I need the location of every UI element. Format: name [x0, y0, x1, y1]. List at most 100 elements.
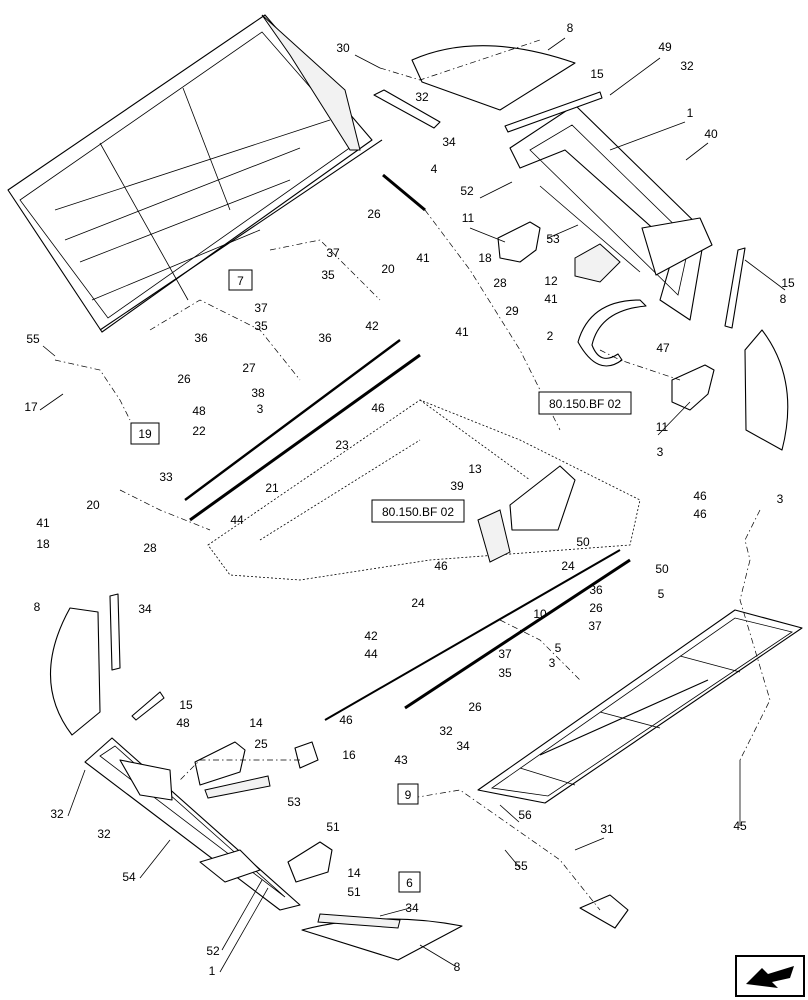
callout-number: 50 [655, 562, 669, 576]
boxed-label-7-text: 7 [237, 274, 244, 288]
callout-number: 27 [242, 361, 256, 375]
callout-number: 32 [680, 59, 694, 73]
callout-number: 44 [230, 513, 244, 527]
navigation-arrow-icon[interactable] [735, 955, 805, 997]
right-side-frame [509, 104, 713, 321]
callout-number: 14 [249, 716, 263, 730]
bracket-31 [579, 894, 629, 929]
callout-number: 41 [36, 516, 50, 530]
callout-number: 52 [206, 944, 220, 958]
callout-number: 35 [321, 268, 335, 282]
step-12 [574, 243, 621, 283]
callout-number: 30 [336, 41, 350, 55]
callout-number: 41 [544, 292, 558, 306]
callout-number: 12 [544, 274, 558, 288]
callout-number: 45 [733, 819, 747, 833]
bracket-11-right [671, 364, 715, 411]
callout-number: 8 [454, 960, 461, 974]
callout-number: 32 [439, 724, 453, 738]
callout-number: 20 [381, 262, 395, 276]
strip-34-top [373, 89, 441, 129]
callout-number: 52 [460, 184, 474, 198]
callout-number: 48 [176, 716, 190, 730]
strip-15-right [724, 247, 746, 329]
step-13 [509, 465, 576, 531]
plate-25 [204, 775, 271, 799]
callout-number: 3 [777, 492, 784, 506]
callout-number: 10 [533, 607, 547, 621]
reference-box-80-150-bf-02-lower[interactable]: 80.150.BF 02 [371, 499, 465, 523]
plate-16 [294, 741, 319, 769]
boxed-label-6-text: 6 [406, 876, 413, 890]
callout-number: 55 [26, 332, 40, 346]
callout-number: 2 [547, 329, 554, 343]
callout-number: 29 [505, 304, 519, 318]
callout-number: 53 [546, 232, 560, 246]
callout-number: 46 [693, 507, 707, 521]
callout-number: 41 [416, 251, 430, 265]
reference-box-80-150-bf-02-upper[interactable]: 80.150.BF 02 [538, 391, 632, 415]
strip-15-left [131, 691, 165, 721]
callout-number: 26 [177, 372, 191, 386]
callout-number: 17 [24, 400, 38, 414]
callout-number: 51 [347, 885, 361, 899]
callout-number: 14 [347, 866, 361, 880]
strip-34-left [109, 593, 121, 671]
callout-number: 37 [254, 301, 268, 315]
callout-number: 37 [498, 647, 512, 661]
callout-number: 37 [588, 619, 602, 633]
leader-lines [39, 37, 786, 973]
callout-number: 28 [493, 276, 507, 290]
callout-number: 46 [434, 559, 448, 573]
callout-number: 34 [138, 602, 152, 616]
callout-number: 15 [590, 67, 604, 81]
callout-number: 35 [498, 666, 512, 680]
callout-number: 48 [192, 404, 206, 418]
boxed-label-7: 7 [228, 269, 253, 291]
callout-number: 32 [415, 90, 429, 104]
callout-number: 13 [468, 462, 482, 476]
callout-number: 28 [143, 541, 157, 555]
upper-frame-assembly [7, 14, 383, 333]
handle-2 [577, 299, 647, 367]
callout-number: 50 [576, 535, 590, 549]
callout-number: 46 [371, 401, 385, 415]
callout-number: 18 [36, 537, 50, 551]
callout-number: 39 [450, 479, 464, 493]
boxed-label-19: 19 [130, 422, 160, 445]
central-cross-member [184, 339, 641, 581]
callout-number: 23 [335, 438, 349, 452]
callout-number: 36 [194, 331, 208, 345]
callout-number: 55 [514, 859, 528, 873]
callout-number: 26 [589, 601, 603, 615]
reference-box-text: 80.150.BF 02 [549, 397, 621, 411]
callout-number: 26 [367, 207, 381, 221]
callout-number: 47 [656, 341, 670, 355]
callout-number: 42 [364, 629, 378, 643]
callout-number: 8 [567, 21, 574, 35]
callout-number: 51 [326, 820, 340, 834]
lower-left-side-frame [84, 737, 301, 911]
strip-15-top [504, 91, 603, 133]
right-cover-plate [744, 329, 789, 451]
callout-number: 20 [86, 498, 100, 512]
callout-number: 22 [192, 424, 206, 438]
callout-number: 46 [339, 713, 353, 727]
callout-number: 11 [462, 211, 475, 225]
callout-number: 4 [431, 162, 438, 176]
callout-number: 56 [518, 808, 532, 822]
bar-44-lower [404, 558, 631, 710]
bracket-11-top [497, 221, 541, 263]
callout-number: 32 [97, 827, 111, 841]
callout-number: 24 [561, 559, 575, 573]
assembly-guide-lines [54, 39, 771, 911]
callout-number: 54 [122, 870, 136, 884]
callout-number: 5 [658, 587, 665, 601]
callout-number: 34 [442, 135, 456, 149]
callout-number: 31 [600, 822, 614, 836]
callout-number: 8 [780, 292, 787, 306]
callout-number: 26 [468, 700, 482, 714]
callout-number: 15 [179, 698, 193, 712]
callout-number: 46 [693, 489, 707, 503]
